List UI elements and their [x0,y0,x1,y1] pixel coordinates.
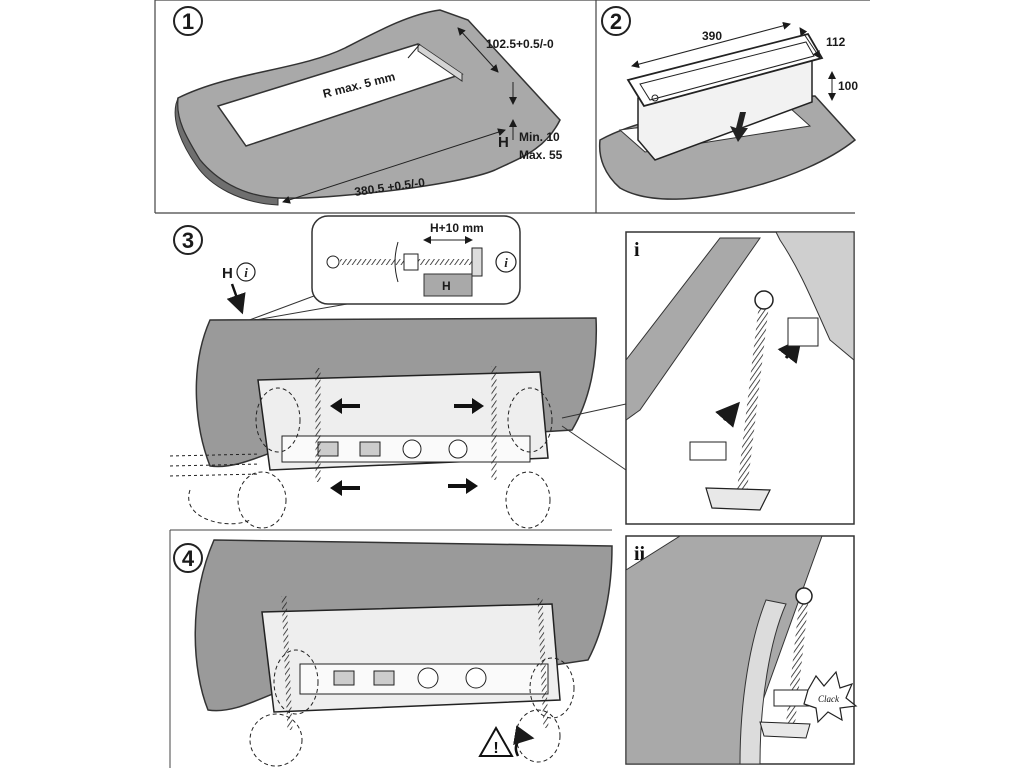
step-4-badge [173,543,203,573]
callout-h: H [442,279,451,293]
detail-i-label: i [634,239,640,261]
board-edge [174,97,279,206]
step-1-cutout-diagram: 1 102.5+0.5/-0 380.5 +0.5/-0 R max. 5 mm… [173,6,563,206]
clack-text: Clack [818,694,840,704]
step-2-insert-diagram: 2 390 112 100 [598,6,858,200]
svg-text:i: i [504,255,508,270]
step-2-length: 390 [702,29,722,43]
detail-i: i [625,231,855,525]
step-3-badge [173,225,203,255]
svg-text:i: i [244,265,248,280]
step-3-h-letter: H [222,265,233,282]
warning-icon [478,725,514,757]
step-1-h-letter: H [498,134,509,151]
step-4-final-diagram: 4 ! [169,529,613,768]
step-4-number: 4 [182,546,195,571]
clack-burst [803,670,858,724]
socket-unit-step-4 [261,603,561,713]
step-2-number: 2 [610,9,622,34]
step-2-height: 100 [838,79,858,93]
panel-dividers [154,0,870,214]
callout-dim: H+10 mm [430,221,484,235]
step-1-number: 1 [182,9,194,34]
step-1-badge [173,6,203,36]
step-3-mounting-diagram: 3 H i H+10 mm H i [169,215,627,529]
detail-ii-label: ii [634,543,646,565]
step-1-width-dim: 102.5+0.5/-0 [486,37,554,51]
step-2-width: 112 [826,35,846,49]
info-icon [236,262,256,282]
detail-ii: ii Clack [625,535,858,765]
step-1-h-max: Max. 55 [519,148,563,162]
step-2-badge [601,6,631,36]
rotate-arrow-icon [513,725,535,757]
step-3-number: 3 [182,228,194,253]
step-1-h-min: Min. 10 [519,130,560,144]
svg-text:!: ! [493,740,498,757]
